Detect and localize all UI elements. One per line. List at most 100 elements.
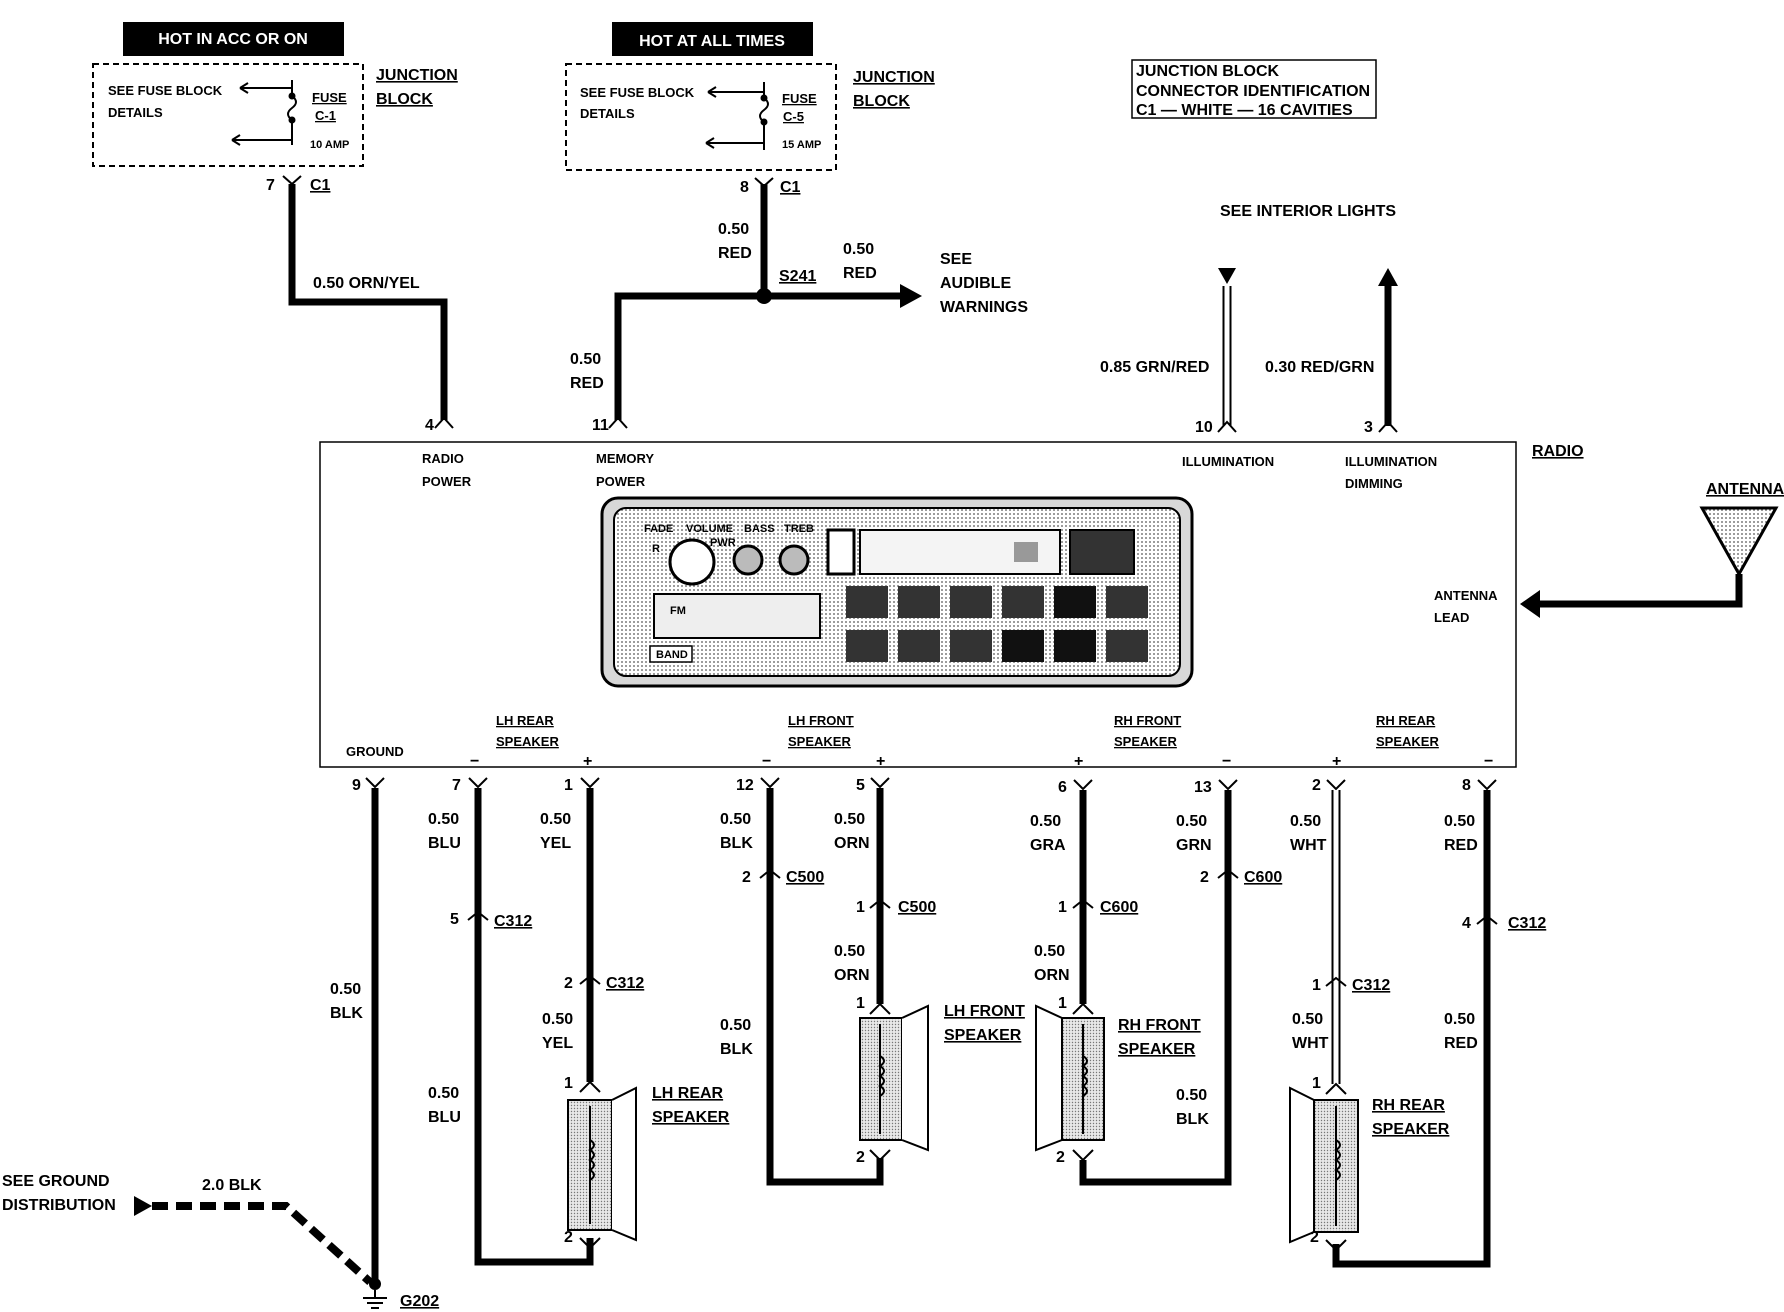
wire-red-a1: 0.50	[718, 221, 749, 238]
wire-red-memory	[614, 292, 764, 420]
memory-power-1: MEMORY	[596, 451, 654, 466]
hot-acc-label: HOT IN ACC OR ON	[158, 31, 308, 48]
face-fm: FM	[670, 605, 686, 617]
bottom-pin-labels: 9 7 1 12 5 6 13 2 8	[352, 777, 1471, 796]
lw-g-5: 0.50	[1176, 1087, 1207, 1104]
conn-c500-1: C500	[898, 899, 936, 916]
fuse-left-amp: 10 AMP	[310, 139, 349, 151]
ground-see-1: SEE GROUND	[2, 1173, 110, 1190]
antenna-lead-1: ANTENNA	[1434, 588, 1498, 603]
lw-g-7: 0.50	[1444, 1011, 1475, 1028]
illumination-label: ILLUMINATION	[1182, 454, 1274, 469]
junction-mid-2: BLOCK	[853, 93, 910, 110]
lw-c-2: BLK	[720, 1041, 753, 1058]
speaker-lh-front: 1 2 LH FRONT SPEAKER	[856, 995, 1025, 1166]
lw-g-6: 0.50	[1292, 1011, 1323, 1028]
lw-c-4: ORN	[1034, 967, 1070, 984]
ground-see-2: DISTRIBUTION	[2, 1197, 116, 1214]
pin-1: 1	[564, 777, 573, 794]
fuse-block-left: SEE FUSE BLOCK DETAILS FUSE C-1 10 AMP J…	[92, 63, 458, 167]
spk-lhr-l1: LH REAR	[652, 1085, 724, 1102]
wire-lhf-minus	[766, 788, 884, 1186]
radio-pin-3: 3	[1364, 419, 1373, 436]
conn-id-2: CONNECTOR IDENTIFICATION	[1136, 83, 1370, 100]
conn-c312-5-pin: 5	[450, 911, 459, 928]
radio-lh-front-2: SPEAKER	[788, 734, 851, 749]
pin-7: 7	[452, 777, 461, 794]
radio-power-2: POWER	[422, 474, 472, 489]
inline-connectors: 5 C312 2 C312 2 C500 1 C500 1 C600 2 C60…	[450, 868, 1546, 994]
radio-lh-front-1: LH FRONT	[788, 713, 854, 728]
fuse-mid-conn: C1	[780, 179, 801, 196]
spk-lhr-p2: 2	[564, 1229, 573, 1246]
wire-rhr-minus	[1332, 790, 1491, 1268]
face-vol: VOLUME	[686, 523, 733, 535]
wire-red-b2: RED	[570, 375, 604, 392]
radio-unit: RADIO 4 RADIO POWER 11 MEMORY POWER 10 I…	[319, 417, 1584, 770]
lw-c-1: YEL	[542, 1035, 573, 1052]
wire-red-c2: RED	[843, 265, 877, 282]
bass-knob[interactable]	[732, 544, 764, 576]
memory-power-2: POWER	[596, 474, 646, 489]
lw-c-7: RED	[1444, 1035, 1478, 1052]
g-5: 0.50	[834, 811, 865, 828]
pole-rhf-plus: +	[1074, 753, 1083, 770]
volume-knob[interactable]	[668, 538, 716, 586]
face-treb: TREB	[784, 523, 814, 535]
c-2: WHT	[1290, 837, 1327, 854]
face-r: R	[652, 543, 660, 555]
c-6: GRA	[1030, 837, 1066, 854]
antenna-label: ANTENNA	[1706, 481, 1784, 498]
lower-wire-labels: 0.50 BLU 0.50 YEL 0.50 BLK 0.50 ORN 0.50…	[428, 943, 1478, 1128]
see-audible-3: WARNINGS	[940, 299, 1028, 316]
conn-c600-1: C600	[1100, 899, 1138, 916]
radio-pin-11: 11	[592, 417, 609, 434]
junction-left-2: BLOCK	[376, 91, 433, 108]
face-pwr: PWR	[710, 537, 736, 549]
pin-5: 5	[856, 777, 865, 794]
pin-6: 6	[1058, 779, 1067, 796]
g-13: 0.50	[1176, 813, 1207, 830]
c-12: BLK	[720, 835, 753, 852]
radio-power-1: RADIO	[422, 451, 464, 466]
conn-id-3: C1 — WHITE — 16 CAVITIES	[1136, 102, 1353, 119]
fuse-mid-fuse: FUSE	[782, 91, 817, 106]
treble-knob[interactable]	[778, 544, 810, 576]
bottom-pin-arrows	[365, 777, 1497, 791]
fuse-left-pin: 7	[266, 177, 275, 194]
pole-rhr-plus: +	[1332, 753, 1341, 770]
g-12: 0.50	[720, 811, 751, 828]
wire-red-a2: RED	[718, 245, 752, 262]
ground-distribution: SEE GROUND DISTRIBUTION 2.0 BLK G202	[2, 1173, 439, 1310]
illumination-dim-1: ILLUMINATION	[1345, 454, 1437, 469]
fuse-left-num: C-1	[315, 108, 336, 123]
radio-lh-rear-2: SPEAKER	[496, 734, 559, 749]
lw-g-3: 0.50	[834, 943, 865, 960]
ground-wire-label: 2.0 BLK	[202, 1177, 262, 1194]
radio-face: FADE VOLUME PWR BASS TREB R FM BAND	[600, 496, 1194, 688]
antenna-lead-2: LEAD	[1434, 610, 1469, 625]
spk-rhf-l1: RH FRONT	[1118, 1017, 1201, 1034]
wire-red-b1: 0.50	[570, 351, 601, 368]
hot-always-header: HOT AT ALL TIMES	[612, 22, 813, 56]
radio-title: RADIO	[1532, 443, 1584, 460]
wire-orn-yel-label: 0.50 ORN/YEL	[313, 275, 420, 292]
conn-c500-1-pin: 1	[856, 899, 865, 916]
spk-lhf-l2: SPEAKER	[944, 1027, 1022, 1044]
pole-rhf-minus: −	[1222, 753, 1231, 770]
wire-red-c1: 0.50	[843, 241, 874, 258]
speaker-rh-rear: 1 2 RH REAR SPEAKER	[1289, 1075, 1450, 1252]
fuse-left-conn: C1	[310, 177, 331, 194]
preset-buttons	[846, 586, 1148, 662]
conn-c600-2: C600	[1244, 869, 1282, 886]
junction-mid-1: JUNCTION	[853, 69, 935, 86]
spk-rhr-l1: RH REAR	[1372, 1097, 1445, 1114]
face-fade: FADE	[644, 523, 673, 535]
cassette-door	[653, 593, 821, 639]
g-8: 0.50	[1444, 813, 1475, 830]
speaker-rh-front: 1 2 RH FRONT SPEAKER	[1035, 995, 1201, 1166]
see-audible-1: SEE	[940, 251, 972, 268]
conn-c600-2-pin: 2	[1200, 869, 1209, 886]
fuse-mid-details: DETAILS	[580, 106, 635, 121]
g-9: 0.50	[330, 981, 361, 998]
